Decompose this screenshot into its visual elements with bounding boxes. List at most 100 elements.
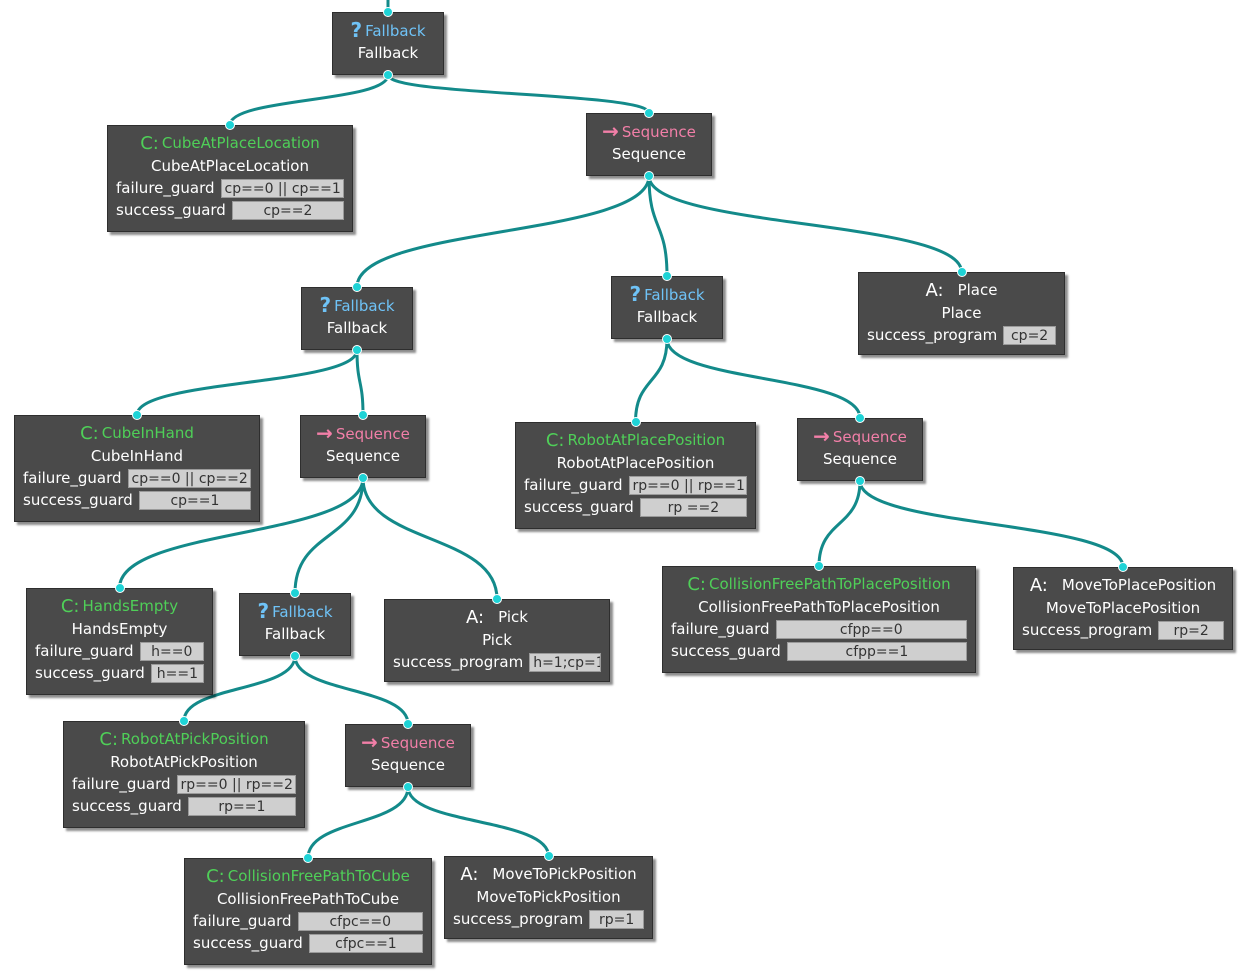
port-value-field[interactable]: cp==0 || cp==1: [220, 178, 344, 198]
input-port[interactable]: [179, 716, 189, 726]
fallback-icon: ?: [257, 599, 270, 623]
edge-n9-n14: [858, 480, 1125, 568]
port-value-field[interactable]: cp=2: [1003, 325, 1056, 345]
node-type-text: Sequence: [832, 428, 907, 446]
input-port[interactable]: [956, 267, 967, 277]
port-key: failure_guard: [524, 476, 623, 494]
input-port[interactable]: [225, 120, 235, 130]
node-type-text: Place: [957, 281, 998, 299]
input-port[interactable]: [114, 583, 125, 593]
port-key: success_guard: [116, 201, 226, 219]
port-value-field[interactable]: cp==2: [231, 200, 344, 220]
output-port[interactable]: [855, 476, 865, 486]
input-port[interactable]: [543, 851, 554, 861]
node-name: Fallback: [357, 44, 419, 62]
port-value-field[interactable]: h==0: [139, 641, 204, 661]
input-port[interactable]: [383, 7, 393, 17]
node-type-text: MoveToPickPosition: [492, 865, 637, 883]
port-value-field[interactable]: rp=1: [589, 909, 644, 929]
output-port[interactable]: [662, 334, 672, 344]
node-type-label: A:Pick: [385, 606, 609, 629]
port-value-field[interactable]: cp==1: [138, 490, 251, 510]
output-port[interactable]: [383, 70, 393, 80]
input-port[interactable]: [814, 561, 824, 571]
port-value-field[interactable]: h==1: [150, 663, 204, 683]
port-key: success_guard: [35, 664, 145, 682]
port-row: success_guard cp==2: [116, 199, 344, 221]
node-type-text: Fallback: [272, 603, 333, 621]
port-value-field[interactable]: cfpc==1: [308, 933, 423, 953]
sequence-arrow-icon: →: [316, 421, 333, 445]
input-port[interactable]: [403, 719, 413, 729]
port-value-field[interactable]: rp==0 || rp==1: [628, 475, 747, 495]
condition-icon: C:: [99, 729, 119, 750]
port-value-field[interactable]: rp==0 || rp==2: [176, 774, 296, 794]
input-port[interactable]: [358, 410, 368, 420]
node-name: CollisionFreePathToPlacePosition: [698, 598, 940, 616]
input-port[interactable]: [290, 588, 300, 598]
port-value-field[interactable]: rp ==2: [639, 497, 747, 517]
output-port[interactable]: [352, 345, 362, 355]
output-port[interactable]: [403, 782, 413, 792]
port-value-field[interactable]: cfpp==1: [786, 641, 967, 661]
input-port[interactable]: [132, 410, 142, 420]
output-port[interactable]: [644, 171, 654, 181]
input-port[interactable]: [303, 853, 313, 863]
node-type-label: A:MoveToPlacePosition: [1014, 574, 1232, 597]
node-type-label: C:CubeInHand: [15, 422, 259, 445]
node-type-label: C:RobotAtPlacePosition: [516, 429, 755, 452]
port-value-field[interactable]: h=1;cp=1: [529, 652, 601, 672]
edge-n16-n17: [306, 786, 410, 859]
port-value-field[interactable]: cp==0 || cp==2: [127, 468, 251, 488]
input-port[interactable]: [492, 594, 502, 604]
port-row: failure_guard rp==0 || rp==1: [524, 474, 747, 496]
output-port[interactable]: [290, 651, 300, 661]
node-type-label: ?Fallback: [333, 19, 443, 42]
input-port[interactable]: [644, 108, 654, 118]
input-port[interactable]: [855, 413, 865, 423]
input-port[interactable]: [1118, 562, 1128, 572]
input-port[interactable]: [662, 271, 672, 281]
port-value-field[interactable]: rp=2: [1158, 620, 1224, 640]
node-type-text: MoveToPlacePosition: [1061, 576, 1217, 594]
node-type-text: Pick: [498, 608, 528, 626]
input-port[interactable]: [630, 417, 641, 427]
input-port[interactable]: [352, 282, 362, 292]
port-value-field[interactable]: cfpc==0: [297, 911, 423, 931]
output-port[interactable]: [358, 473, 368, 483]
node-type-label: →Sequence: [587, 120, 711, 143]
condition-icon: C:: [60, 596, 80, 617]
node-name: Sequence: [371, 756, 445, 774]
edge-n2-n5: [647, 175, 963, 273]
node-type-text: Sequence: [335, 425, 410, 443]
port-value-field[interactable]: rp==1: [187, 796, 296, 816]
port-value-field[interactable]: cfpp==0: [775, 619, 967, 639]
node-type-label: A:MoveToPickPosition: [445, 863, 652, 886]
edge-n11-n15: [182, 655, 297, 722]
